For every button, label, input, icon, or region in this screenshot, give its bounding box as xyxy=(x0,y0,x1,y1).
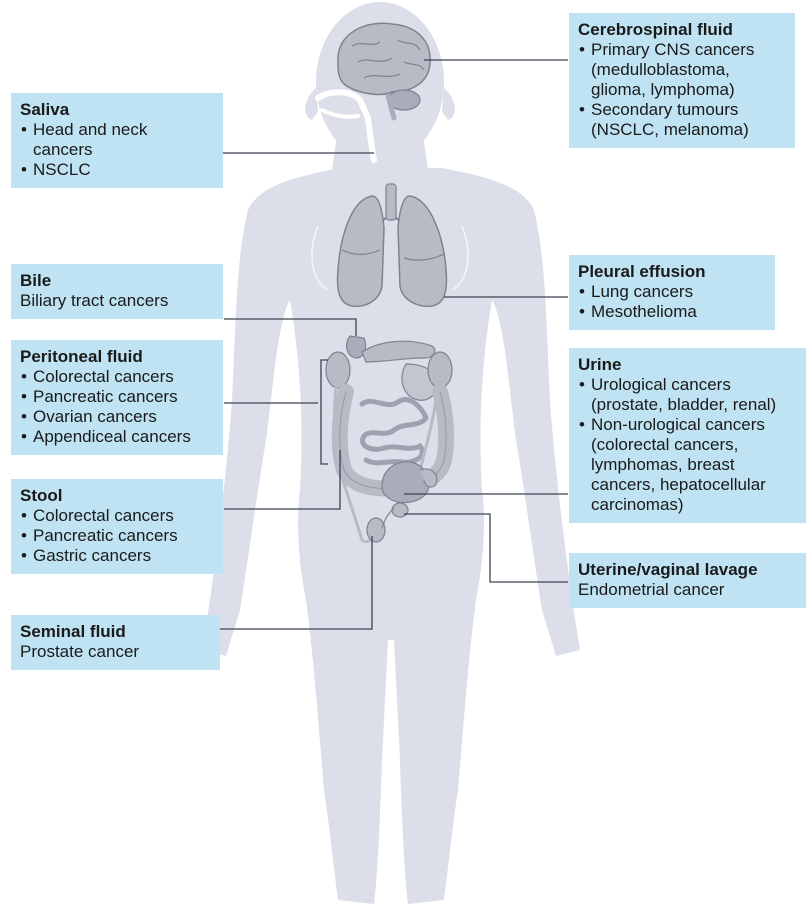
label-title: Uterine/vaginal lavage xyxy=(578,560,797,580)
label-list: Colorectal cancers Pancreatic cancers Ov… xyxy=(20,367,214,447)
label-title: Saliva xyxy=(20,100,214,120)
label-title: Cerebrospinal fluid xyxy=(578,20,786,40)
list-item: Gastric cancers xyxy=(20,546,214,566)
list-item: Head and neck cancers xyxy=(20,120,161,160)
label-seminal-fluid: Seminal fluid Prostate cancer xyxy=(11,615,220,670)
list-item: Secondary tumours (NSCLC, melanoma) xyxy=(578,100,786,140)
label-title: Seminal fluid xyxy=(20,622,211,642)
testis-icon xyxy=(367,518,385,542)
list-item: Colorectal cancers xyxy=(20,367,214,387)
list-item: Appendiceal cancers xyxy=(20,427,214,447)
list-item: NSCLC xyxy=(20,160,214,180)
label-list: Colorectal cancers Pancreatic cancers Ga… xyxy=(20,506,214,566)
list-item: Primary CNS cancers (medulloblastoma, gl… xyxy=(578,40,786,100)
label-list: Primary CNS cancers (medulloblastoma, gl… xyxy=(578,40,786,140)
list-item: Lung cancers xyxy=(578,282,766,302)
label-title: Peritoneal fluid xyxy=(20,347,214,367)
label-title: Stool xyxy=(20,486,214,506)
label-text: Endometrial cancer xyxy=(578,580,797,600)
label-stool: Stool Colorectal cancers Pancreatic canc… xyxy=(11,479,223,574)
label-urine: Urine Urological cancers (prostate, blad… xyxy=(569,348,806,523)
list-item: Mesothelioma xyxy=(578,302,766,322)
list-item: Non-urological cancers (colorectal cance… xyxy=(578,415,787,515)
label-text: Prostate cancer xyxy=(20,642,211,662)
label-saliva: Saliva Head and neck cancers NSCLC xyxy=(11,93,223,188)
label-cerebrospinal-fluid: Cerebrospinal fluid Primary CNS cancers … xyxy=(569,13,795,148)
label-title: Urine xyxy=(578,355,797,375)
body-silhouette xyxy=(202,2,580,904)
label-pleural-effusion: Pleural effusion Lung cancers Mesothelio… xyxy=(569,255,775,330)
label-list: Urological cancers (prostate, bladder, r… xyxy=(578,375,797,515)
label-bile: Bile Biliary tract cancers xyxy=(11,264,223,319)
label-uterine-vaginal-lavage: Uterine/vaginal lavage Endometrial cance… xyxy=(569,553,806,608)
brain-icon xyxy=(338,23,430,94)
list-item: Ovarian cancers xyxy=(20,407,214,427)
label-title: Bile xyxy=(20,271,214,291)
label-peritoneal-fluid: Peritoneal fluid Colorectal cancers Panc… xyxy=(11,340,223,455)
label-text: Biliary tract cancers xyxy=(20,291,214,311)
label-list: Head and neck cancers NSCLC xyxy=(20,120,214,180)
label-title: Pleural effusion xyxy=(578,262,766,282)
list-item: Pancreatic cancers xyxy=(20,526,214,546)
list-item: Colorectal cancers xyxy=(20,506,214,526)
list-item: Urological cancers (prostate, bladder, r… xyxy=(578,375,797,415)
list-item: Pancreatic cancers xyxy=(20,387,214,407)
label-list: Lung cancers Mesothelioma xyxy=(578,282,766,322)
